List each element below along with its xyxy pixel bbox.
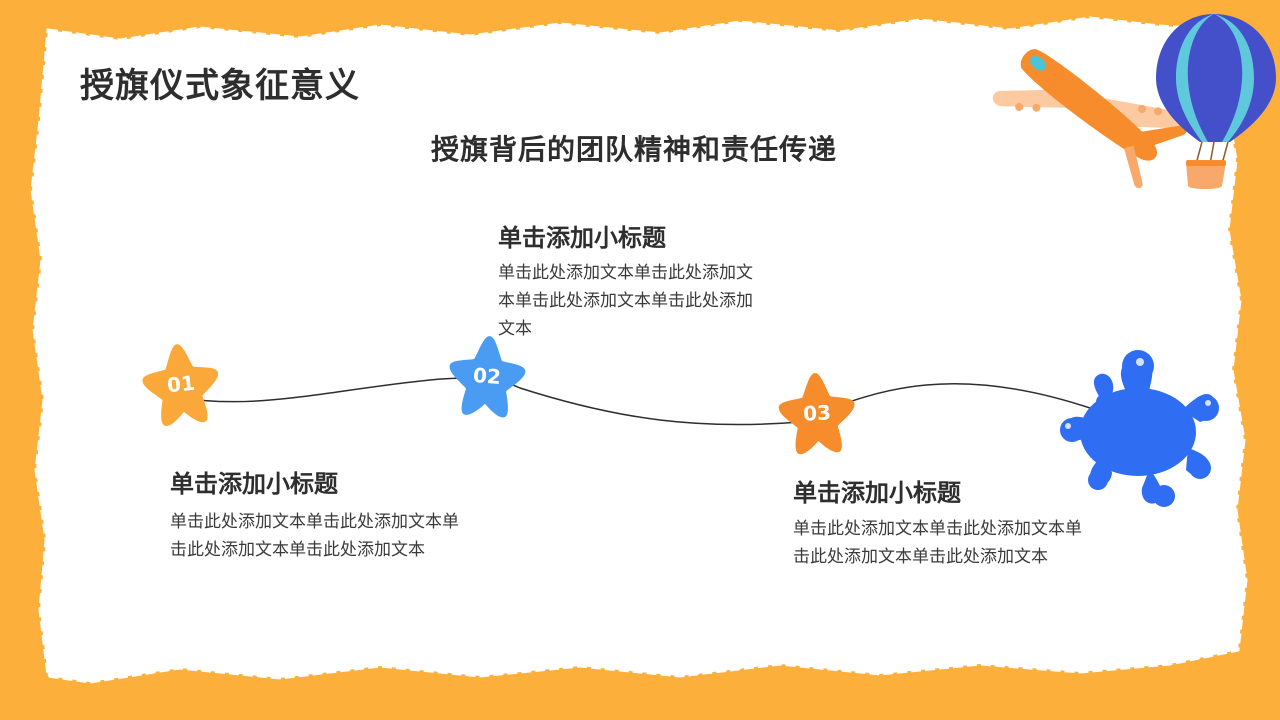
page-subtitle: 授旗背后的团队精神和责任传递 [430, 133, 837, 166]
step-number-03: 03 [802, 400, 831, 425]
step-02-body[interactable]: 单击此处添加文本单击此处添加文本单击此处添加文本单击此处添加文本 [498, 263, 753, 339]
step-number-02: 02 [472, 363, 501, 389]
star-shape [449, 336, 526, 418]
airplane-icon [992, 49, 1187, 189]
step-03-body[interactable]: 单击此处添加文本单击此处添加文本单击此处添加文本单击此处添加文本 [793, 519, 1082, 567]
step-01-body[interactable]: 单击此处添加文本单击此处添加文本单击此处添加文本单击此处添加文本 [170, 512, 459, 560]
step-02-heading[interactable]: 单击添加小标题 [498, 224, 666, 252]
step-star-01: 01 [142, 344, 219, 426]
step-03-heading[interactable]: 单击添加小标题 [793, 479, 961, 507]
paper-card [30, 16, 1248, 684]
step-star-03: 03 [778, 373, 855, 455]
star-shape [142, 344, 219, 426]
timeline-curve [181, 377, 1091, 426]
star-shape [778, 373, 855, 455]
step-01-heading[interactable]: 单击添加小标题 [170, 470, 338, 498]
step-star-02: 02 [449, 336, 526, 418]
step-number-01: 01 [166, 371, 196, 398]
page-title: 授旗仪式象征意义 [80, 66, 360, 106]
hot-air-balloon-icon [1156, 14, 1276, 189]
paint-splash-icon [1060, 350, 1219, 507]
